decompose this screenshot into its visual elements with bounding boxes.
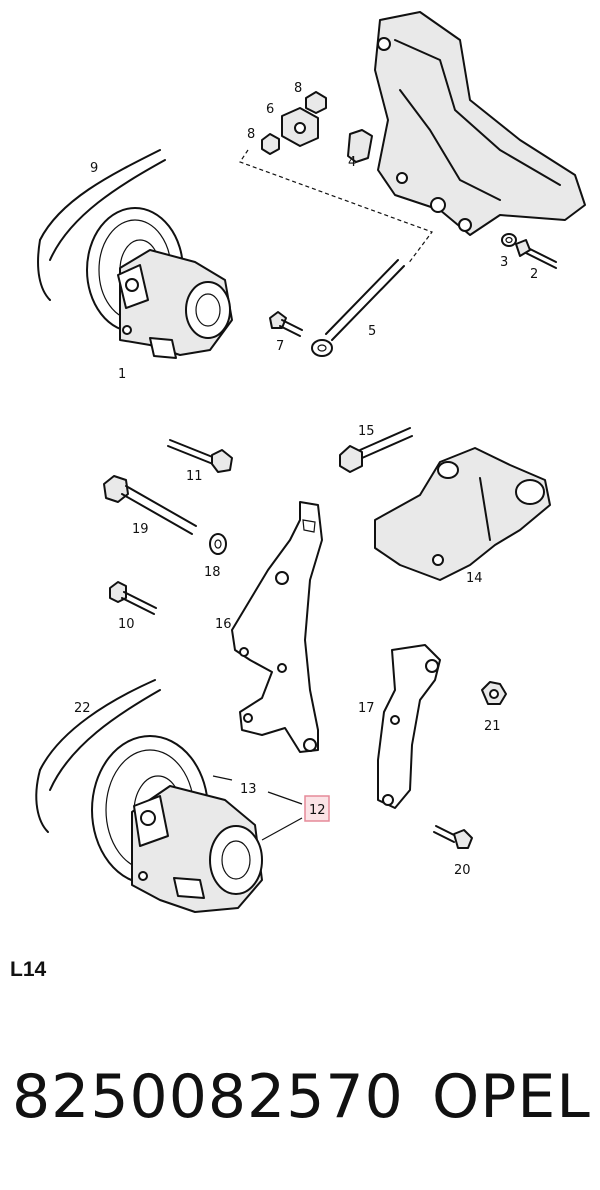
callout-6: 6 [266, 102, 274, 117]
callout-20: 20 [454, 863, 471, 878]
callout-12-highlight [304, 795, 330, 822]
callout-17: 17 [358, 701, 375, 716]
callout-8b: 8 [294, 81, 302, 96]
callout-7: 7 [276, 339, 284, 354]
bolt-10 [109, 581, 157, 615]
washer-3 [501, 233, 517, 247]
mounting-plate-17 [377, 644, 441, 809]
engine-bracket-upper [374, 11, 586, 236]
eye-bolt-5 [311, 259, 405, 357]
nut-21 [481, 681, 507, 705]
bolt-19 [103, 475, 197, 535]
nut-6-assembly [261, 91, 373, 163]
callout-22: 22 [74, 701, 91, 716]
callout-2: 2 [530, 267, 538, 282]
brand-name: OPEL [432, 1062, 591, 1132]
section-label: L14 [10, 958, 47, 981]
callout-11: 11 [186, 469, 203, 484]
callout-21: 21 [484, 719, 501, 734]
mounting-plate-16 [231, 501, 323, 753]
callout-9: 9 [90, 161, 98, 176]
callout-4: 4 [348, 155, 356, 170]
bolt-20 [433, 825, 473, 849]
power-steering-pump-lower [35, 679, 263, 913]
callout-18: 18 [204, 565, 221, 580]
bolt-7 [269, 311, 303, 337]
callout-1: 1 [118, 367, 126, 382]
callout-5: 5 [368, 324, 376, 339]
callout-16: 16 [215, 617, 232, 632]
parts-diagram: 1 2 3 4 5 6 7 8 8 9 10 11 12 13 14 15 16… [35, 11, 586, 913]
power-steering-pump-upper [37, 149, 233, 359]
bracket-14 [374, 447, 551, 581]
bolt-15 [339, 427, 413, 473]
callout-13: 13 [240, 782, 257, 797]
washer-18 [209, 533, 227, 555]
callout-12: 12 [309, 803, 326, 818]
callout-14: 14 [466, 571, 483, 586]
part-number: 8250082570 [12, 1062, 404, 1132]
callout-19: 19 [132, 522, 149, 537]
callout-8a: 8 [247, 127, 255, 142]
callout-3: 3 [500, 255, 508, 270]
callout-15: 15 [358, 424, 375, 439]
bolt-2 [515, 239, 557, 269]
callout-labels: 1 2 3 4 5 6 7 8 8 9 10 11 12 13 14 15 16… [74, 81, 538, 878]
bolt-11 [167, 439, 233, 473]
callout-10: 10 [118, 617, 135, 632]
